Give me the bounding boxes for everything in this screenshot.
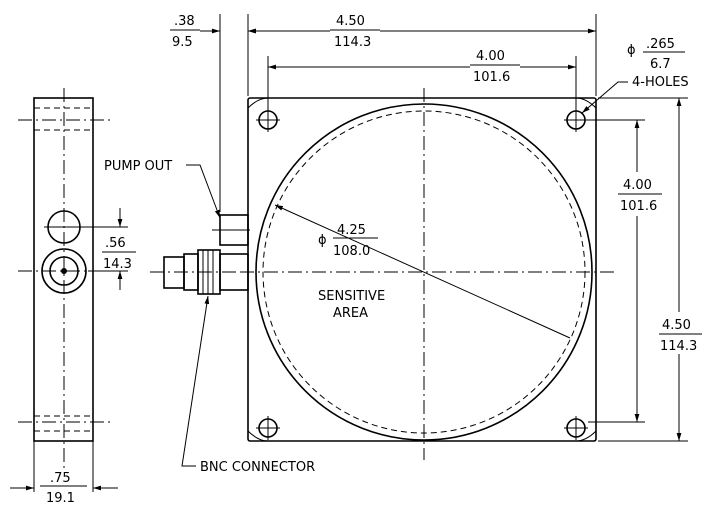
top-dimensions: .38 9.5 4.50 114.3 4.00 101.6 ϕ .265 6.7… <box>170 14 689 212</box>
sensitive-area-outer-circle <box>255 103 593 441</box>
bnc-connector-label: BNC CONNECTOR <box>200 460 315 475</box>
hole-diameter-note: 4-HOLES <box>632 75 689 90</box>
diameter-leader <box>274 204 571 339</box>
hole-diameter-inch: .265 <box>646 37 675 52</box>
right-dimensions: 4.00 101.6 4.50 114.3 <box>588 97 702 442</box>
front-view: ϕ 4.25 108.0 SENSITIVE AREA <box>240 88 618 460</box>
port-offset-mm: 14.3 <box>103 257 132 272</box>
sensitive-area-label: SENSITIVE <box>318 289 385 304</box>
corner-relief-arc <box>247 97 269 109</box>
sensitive-area-label: AREA <box>333 306 368 321</box>
hole-diameter-symbol: ϕ <box>627 43 636 58</box>
pump-out-leader <box>186 164 221 219</box>
bnc-port-pin <box>61 268 67 274</box>
side-thickness-mm: 19.1 <box>46 491 75 506</box>
pump-out-label: PUMP OUT <box>104 159 172 174</box>
connectors: PUMP OUT BNC CONNECTOR <box>104 159 315 475</box>
overall-width-mm: 114.3 <box>334 35 371 50</box>
corner-relief-arc <box>247 430 269 442</box>
offset-left-mm: 9.5 <box>172 35 193 50</box>
hole-spacing-h-mm: 101.6 <box>473 70 510 85</box>
corner-relief-arc <box>575 97 597 109</box>
hole-spacing-v-inch: 4.00 <box>623 178 652 193</box>
overall-height-mm: 114.3 <box>660 339 697 354</box>
overall-width-inch: 4.50 <box>336 14 365 29</box>
hole-spacing-v-mm: 101.6 <box>620 199 657 214</box>
hole-diameter-mm: 6.7 <box>650 57 671 72</box>
sensitive-diameter-inch: 4.25 <box>337 223 366 238</box>
bnc-port-inner-circle <box>49 256 79 286</box>
side-view: .56 14.3 .75 19.1 <box>10 88 136 506</box>
side-thickness-inch: .75 <box>50 471 71 486</box>
sensitive-diameter-symbol: ϕ <box>318 233 327 248</box>
corner-relief-arc <box>575 430 597 442</box>
sensitive-diameter-mm: 108.0 <box>333 244 370 259</box>
bnc-connector-leader <box>181 295 210 467</box>
hole-diameter-leader <box>581 81 628 114</box>
bnc-port-outer-circle <box>41 248 87 294</box>
hole-spacing-h-inch: 4.00 <box>476 49 505 64</box>
offset-left-inch: .38 <box>174 14 195 29</box>
overall-height-inch: 4.50 <box>662 318 691 333</box>
port-offset-inch: .56 <box>105 236 126 251</box>
